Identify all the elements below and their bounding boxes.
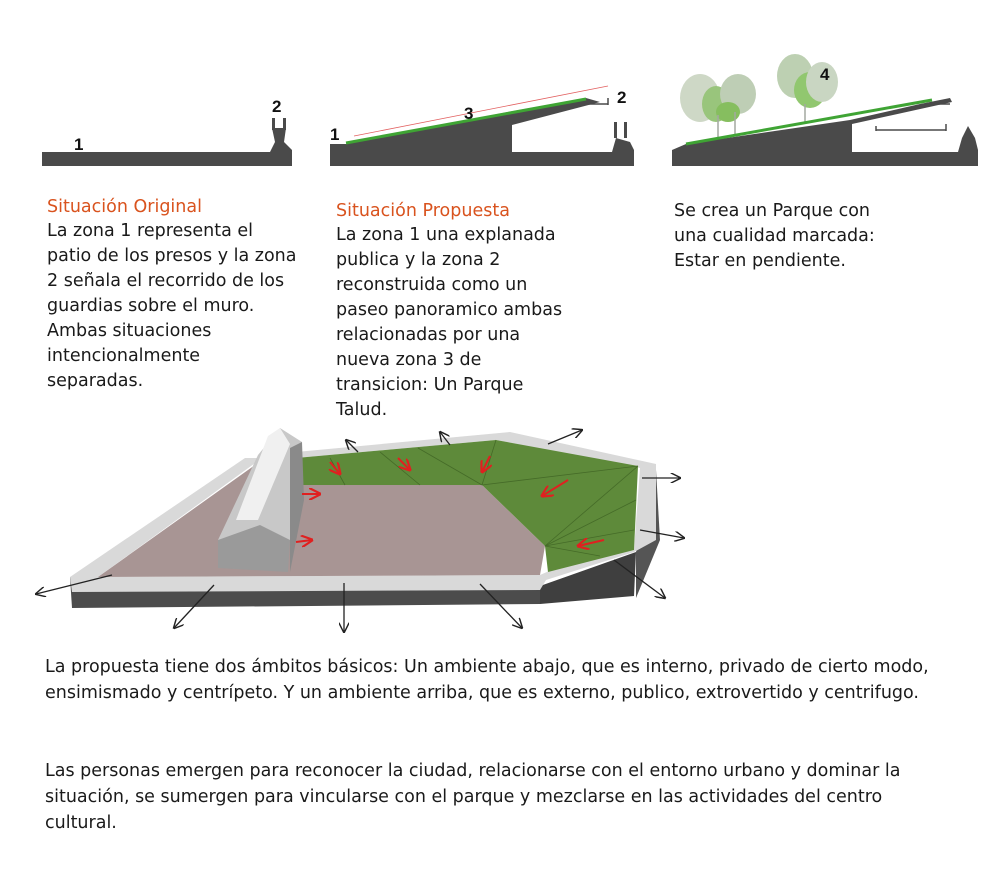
heading-situacion-propuesta: Situación Propuesta — [336, 201, 510, 221]
marker-1: 1 — [74, 135, 83, 154]
panel-proposed: Situación Propuesta La zona 1 una explan… — [336, 199, 576, 423]
panel-park: Se crea un Parque con una cualidad marca… — [674, 199, 904, 274]
section-original: 1 2 — [42, 97, 292, 166]
park-slope — [296, 440, 638, 572]
section-park: 4 — [672, 54, 978, 166]
marker-2: 2 — [617, 88, 626, 107]
heading-situacion-original: Situación Original — [47, 197, 202, 217]
marker-3: 3 — [464, 104, 473, 123]
marker-4: 4 — [820, 65, 830, 84]
panel-original: Situación Original La zona 1 representa … — [47, 195, 297, 394]
plaza-floor — [98, 458, 545, 577]
desc-situacion-propuesta: La zona 1 una explanada publica y la zon… — [336, 225, 563, 420]
desc-situacion-original: La zona 1 representa el patio de los pre… — [47, 221, 297, 391]
section-proposed: 1 3 2 — [330, 85, 634, 166]
rim — [70, 432, 656, 592]
marker-2: 2 — [272, 97, 281, 116]
desc-park: Se crea un Parque con una cualidad marca… — [674, 201, 875, 271]
marker-1: 1 — [330, 125, 339, 144]
tree-illustrations — [680, 54, 838, 138]
paragraph-ambitos: La propuesta tiene dos ámbitos básicos: … — [45, 657, 929, 703]
paragraph-personas: Las personas emergen para reconocer la c… — [45, 761, 901, 833]
axonometric-model — [36, 428, 684, 632]
